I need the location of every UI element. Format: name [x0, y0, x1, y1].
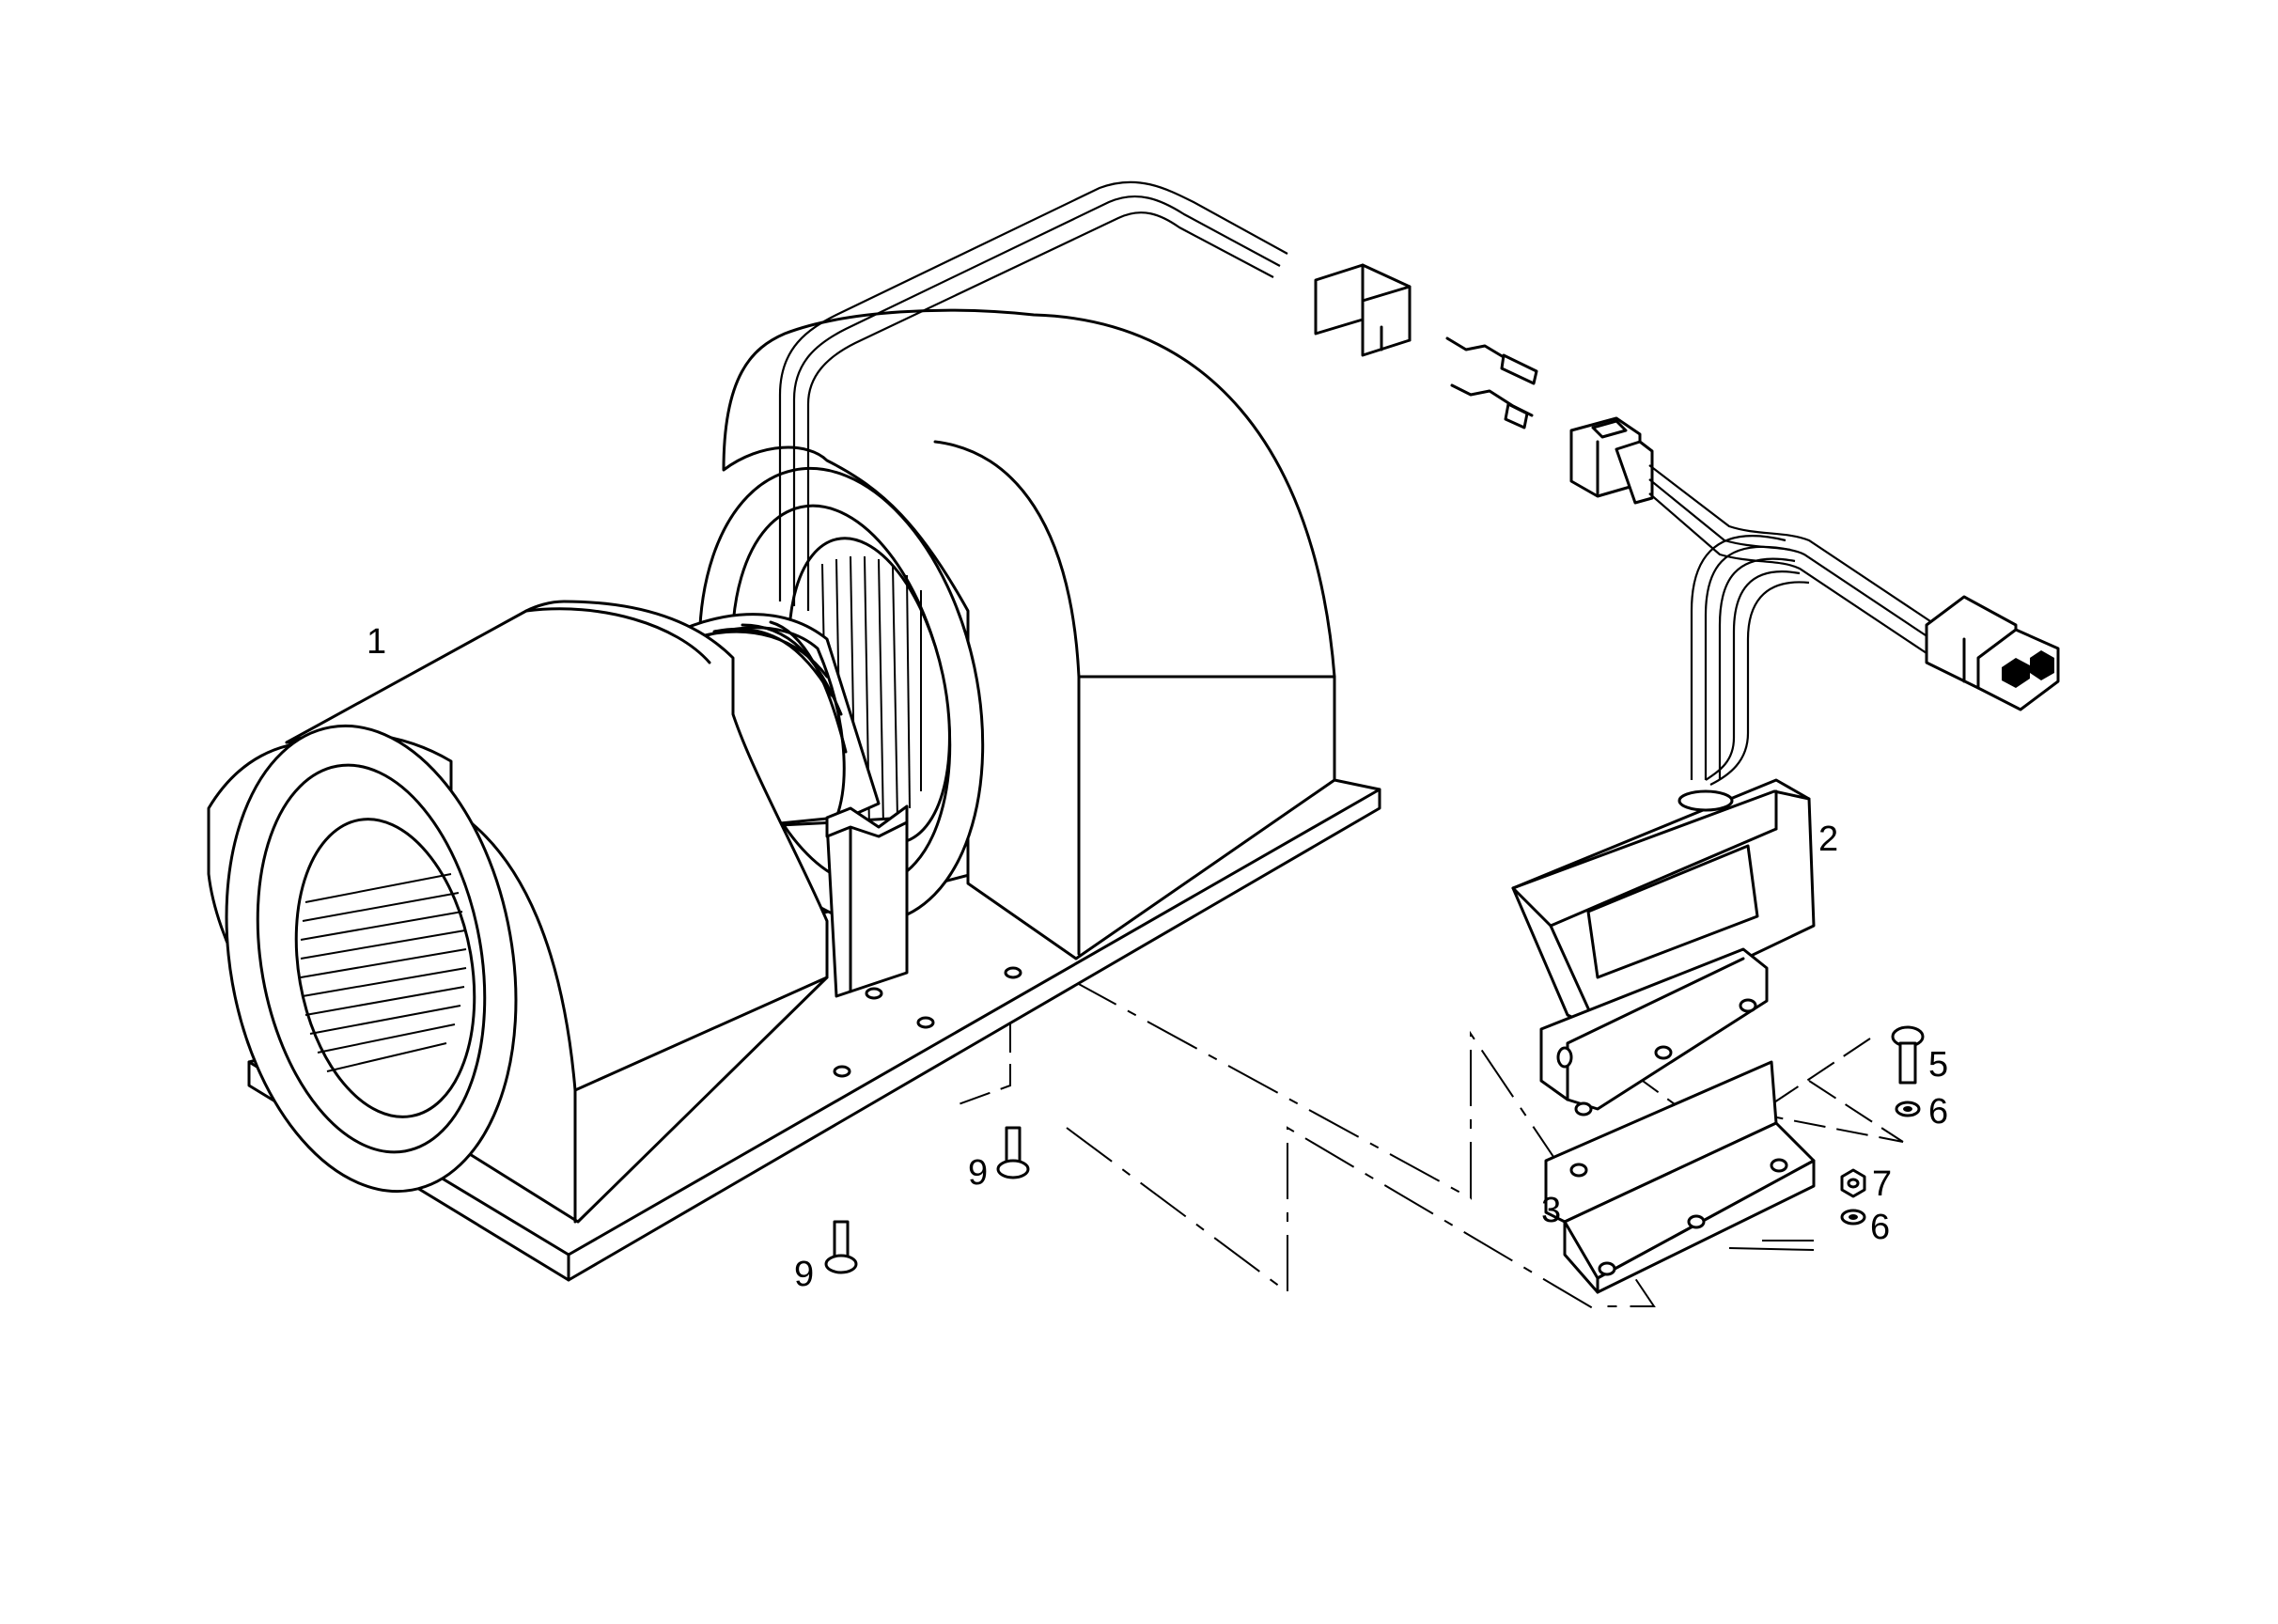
front-fan-blades — [300, 873, 467, 1072]
callout-nut: 7 — [1872, 1164, 1892, 1204]
callout-mounting-bracket: 3 — [1541, 1191, 1561, 1230]
hardware — [824, 1025, 1925, 1274]
washer-upper — [1895, 1101, 1921, 1117]
callout-screw: 5 — [1928, 1045, 1948, 1085]
harness-end-connector — [1925, 595, 2060, 711]
bolt-front — [824, 1220, 858, 1274]
callout-bolt-rear: 9 — [968, 1153, 988, 1193]
bolt-rear — [996, 1126, 1030, 1179]
callout-labels: 1 2 3 5 6 7 6 9 9 — [367, 622, 1948, 1294]
callout-resistor-assembly: 2 — [1818, 820, 1838, 859]
base-mounting-holes — [833, 966, 1022, 1078]
resistor-harness-connector — [1569, 416, 1654, 505]
resistor-assembly — [1511, 778, 1816, 1116]
assembly-leader-lines — [840, 976, 1904, 1312]
hex-nut — [1840, 1168, 1866, 1198]
front-blower-housing — [207, 600, 829, 1224]
screw — [1891, 1025, 1925, 1085]
motor-wire — [778, 180, 1288, 611]
wire-harness — [1314, 263, 2060, 786]
front-fan-wheel — [294, 818, 476, 1118]
washer-lower — [1840, 1209, 1866, 1226]
mounting-bracket — [1544, 1060, 1816, 1294]
motor-clamp — [825, 816, 909, 998]
callout-bolt-front: 9 — [794, 1255, 814, 1294]
callout-blower-assembly: 1 — [367, 622, 386, 662]
callout-washer-lower: 6 — [1870, 1208, 1890, 1247]
blower-assembly — [207, 180, 1381, 1282]
callout-washer-upper: 6 — [1928, 1092, 1948, 1132]
motor-wire-connector — [1314, 263, 1412, 357]
connector-terminals — [1445, 336, 1538, 429]
